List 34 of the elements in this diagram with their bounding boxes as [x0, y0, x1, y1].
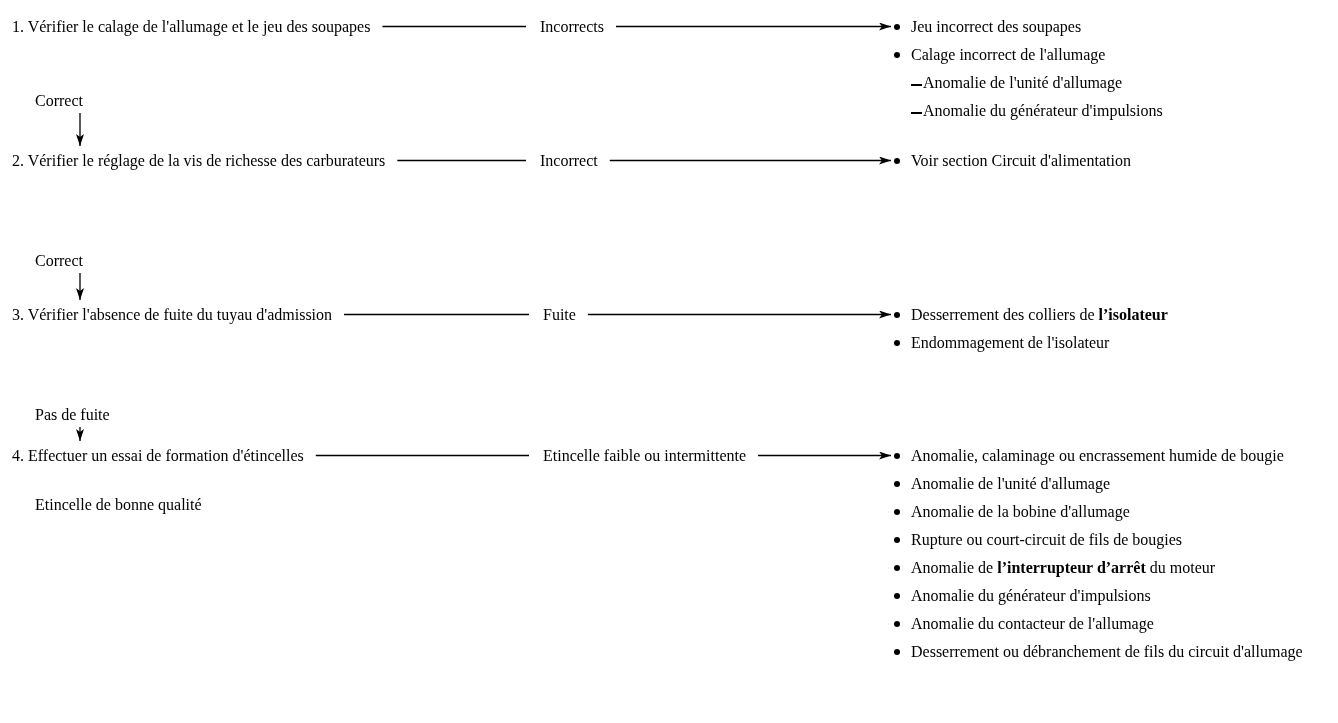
- list-item: Anomalie de la bobine d'allumage: [893, 498, 1330, 526]
- condition-text: Fuite: [543, 300, 576, 329]
- arrow: [757, 451, 892, 460]
- arrow: [76, 426, 84, 442]
- step-text: 3. Vérifier l'absence de fuite du tuyau d'admission: [12, 300, 365, 329]
- list-item: Anomalie du générateur d'impulsions: [893, 582, 1330, 610]
- list-item: Anomalie du contacteur de l'allumage: [893, 610, 1330, 638]
- step-text: 4. Effectuer un essai de formation d'étincelles: [12, 441, 435, 470]
- result-text: Pas de fuite: [35, 400, 110, 429]
- sub-list-item: Anomalie du générateur d'impulsions: [893, 97, 1313, 125]
- list-item: Desserrement ou débranchement de fils du circuit d'allumage: [893, 638, 1330, 666]
- list-item: Voir section Circuit d'alimentation: [893, 147, 1313, 175]
- condition-text: Etincelle faible ou intermittente: [543, 441, 747, 470]
- list-item: Anomalie, calaminage ou encrassement humide de bougie: [893, 442, 1330, 470]
- step-text: 1. Vérifier le calage de l'allumage et le jeu des soupapes: [12, 12, 478, 41]
- list-item: Desserrement des colliers de l’isolateur: [893, 301, 1313, 329]
- arrow: [609, 156, 892, 165]
- list-item: Rupture ou court-circuit de fils de bougies: [893, 526, 1330, 554]
- list-item: Anomalie de l’interrupteur d’arrêt du moteur: [893, 554, 1330, 582]
- list-item: Endommagement de l'isolateur: [893, 329, 1313, 357]
- arrow: [587, 310, 892, 319]
- result-text: Correct: [35, 246, 83, 275]
- condition-text: Incorrects: [540, 12, 604, 41]
- sub-list-item: Anomalie de l'unité d'allumage: [893, 69, 1313, 97]
- list-item: Anomalie de l'unité d'allumage: [893, 470, 1330, 498]
- arrow: [76, 112, 84, 147]
- note-text: Etincelle de bonne qualité: [35, 496, 202, 514]
- list-item: Jeu incorrect des soupapes: [893, 13, 1313, 41]
- list-item: Calage incorrect de l'allumage: [893, 41, 1313, 69]
- arrow: [615, 22, 892, 31]
- arrow: [76, 272, 84, 301]
- condition-text: Incorrect: [540, 146, 598, 175]
- result-text: Correct: [35, 86, 83, 115]
- step-text: 2. Vérifier le réglage de la vis de richesse des carburateurs: [12, 146, 478, 175]
